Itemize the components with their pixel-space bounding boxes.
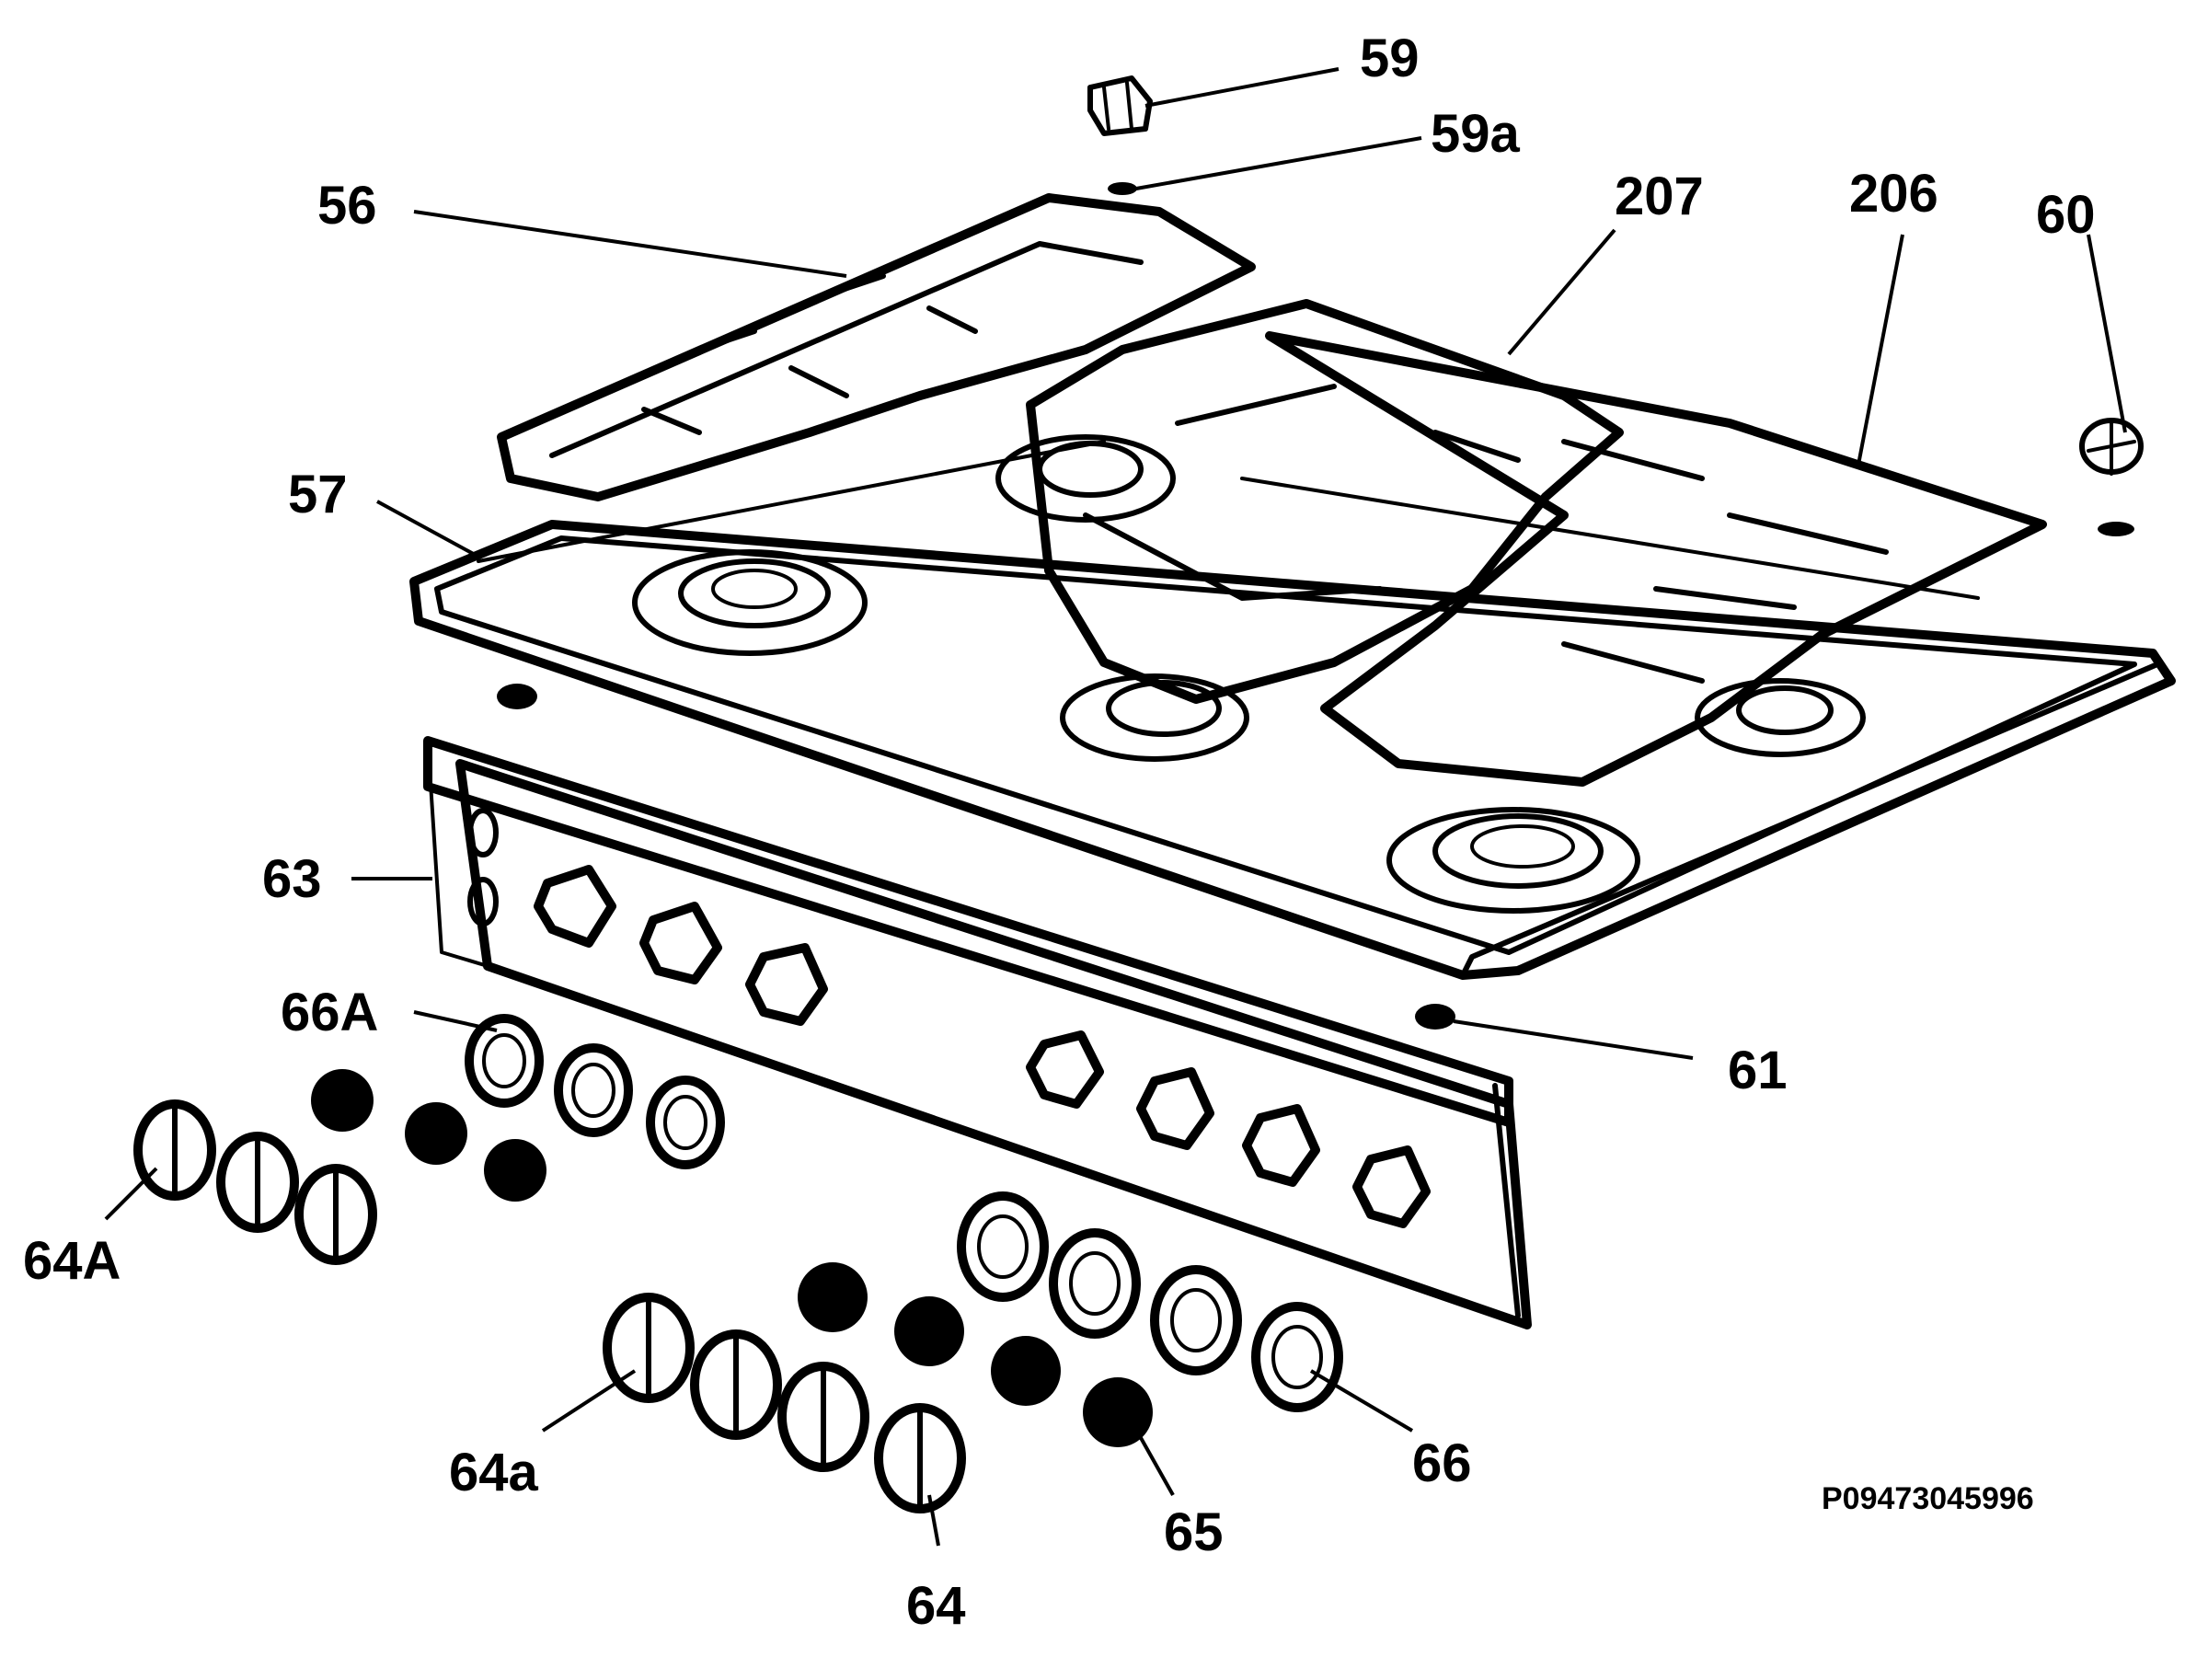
pan-support-left	[497, 193, 1256, 501]
knob-part-60	[2079, 418, 2144, 536]
control-panel	[423, 736, 1532, 1329]
callout-66: 66	[1412, 1433, 1472, 1493]
knobs-left-64A	[133, 1099, 377, 1265]
reference-code: P09473045996	[1822, 1481, 2034, 1516]
bezels-right-66	[957, 1191, 1343, 1412]
knobs-right-64a	[603, 1293, 966, 1513]
clip-part-59	[1087, 75, 1153, 136]
leader-lines	[104, 67, 2127, 1547]
callout-57: 57	[288, 465, 348, 524]
pan-support-right	[1265, 331, 2047, 787]
callout-66A: 66A	[281, 983, 378, 1042]
panel-knob-holes	[534, 865, 1431, 1228]
callout-63: 63	[262, 849, 322, 909]
callout-56: 56	[317, 176, 377, 236]
panel-switch-holes	[467, 808, 499, 926]
callout-64A: 64A	[23, 1231, 121, 1291]
springs-right-65	[798, 1262, 1153, 1447]
pan-support-center	[1026, 299, 1624, 704]
burner-rear-left	[632, 549, 868, 656]
callout-206: 206	[1849, 164, 1938, 224]
callout-61: 61	[1728, 1041, 1788, 1100]
callout-59a: 59a	[1431, 104, 1521, 164]
callout-64a: 64a	[449, 1443, 539, 1502]
burner-front-right-large	[1386, 807, 1640, 914]
bezels-left-66A	[465, 1014, 725, 1169]
bumper-left-top	[497, 684, 537, 709]
callout-65: 65	[1164, 1502, 1224, 1562]
clip-part-59a	[1108, 182, 1137, 195]
bumper-part-61	[1415, 1004, 1455, 1030]
hob-top-plate	[409, 440, 2176, 980]
callout-60: 60	[2036, 185, 2096, 245]
burner-rear-right-small	[1695, 678, 1866, 757]
springs-left	[311, 1069, 546, 1202]
callout-64: 64	[906, 1576, 966, 1636]
callout-59: 59	[1360, 29, 1420, 88]
callout-labels: 59 59a 56 207 206 60 57 63 66A 61 64A 64…	[23, 29, 2096, 1636]
callout-207: 207	[1615, 167, 1704, 226]
burner-rear-center	[995, 434, 1176, 523]
